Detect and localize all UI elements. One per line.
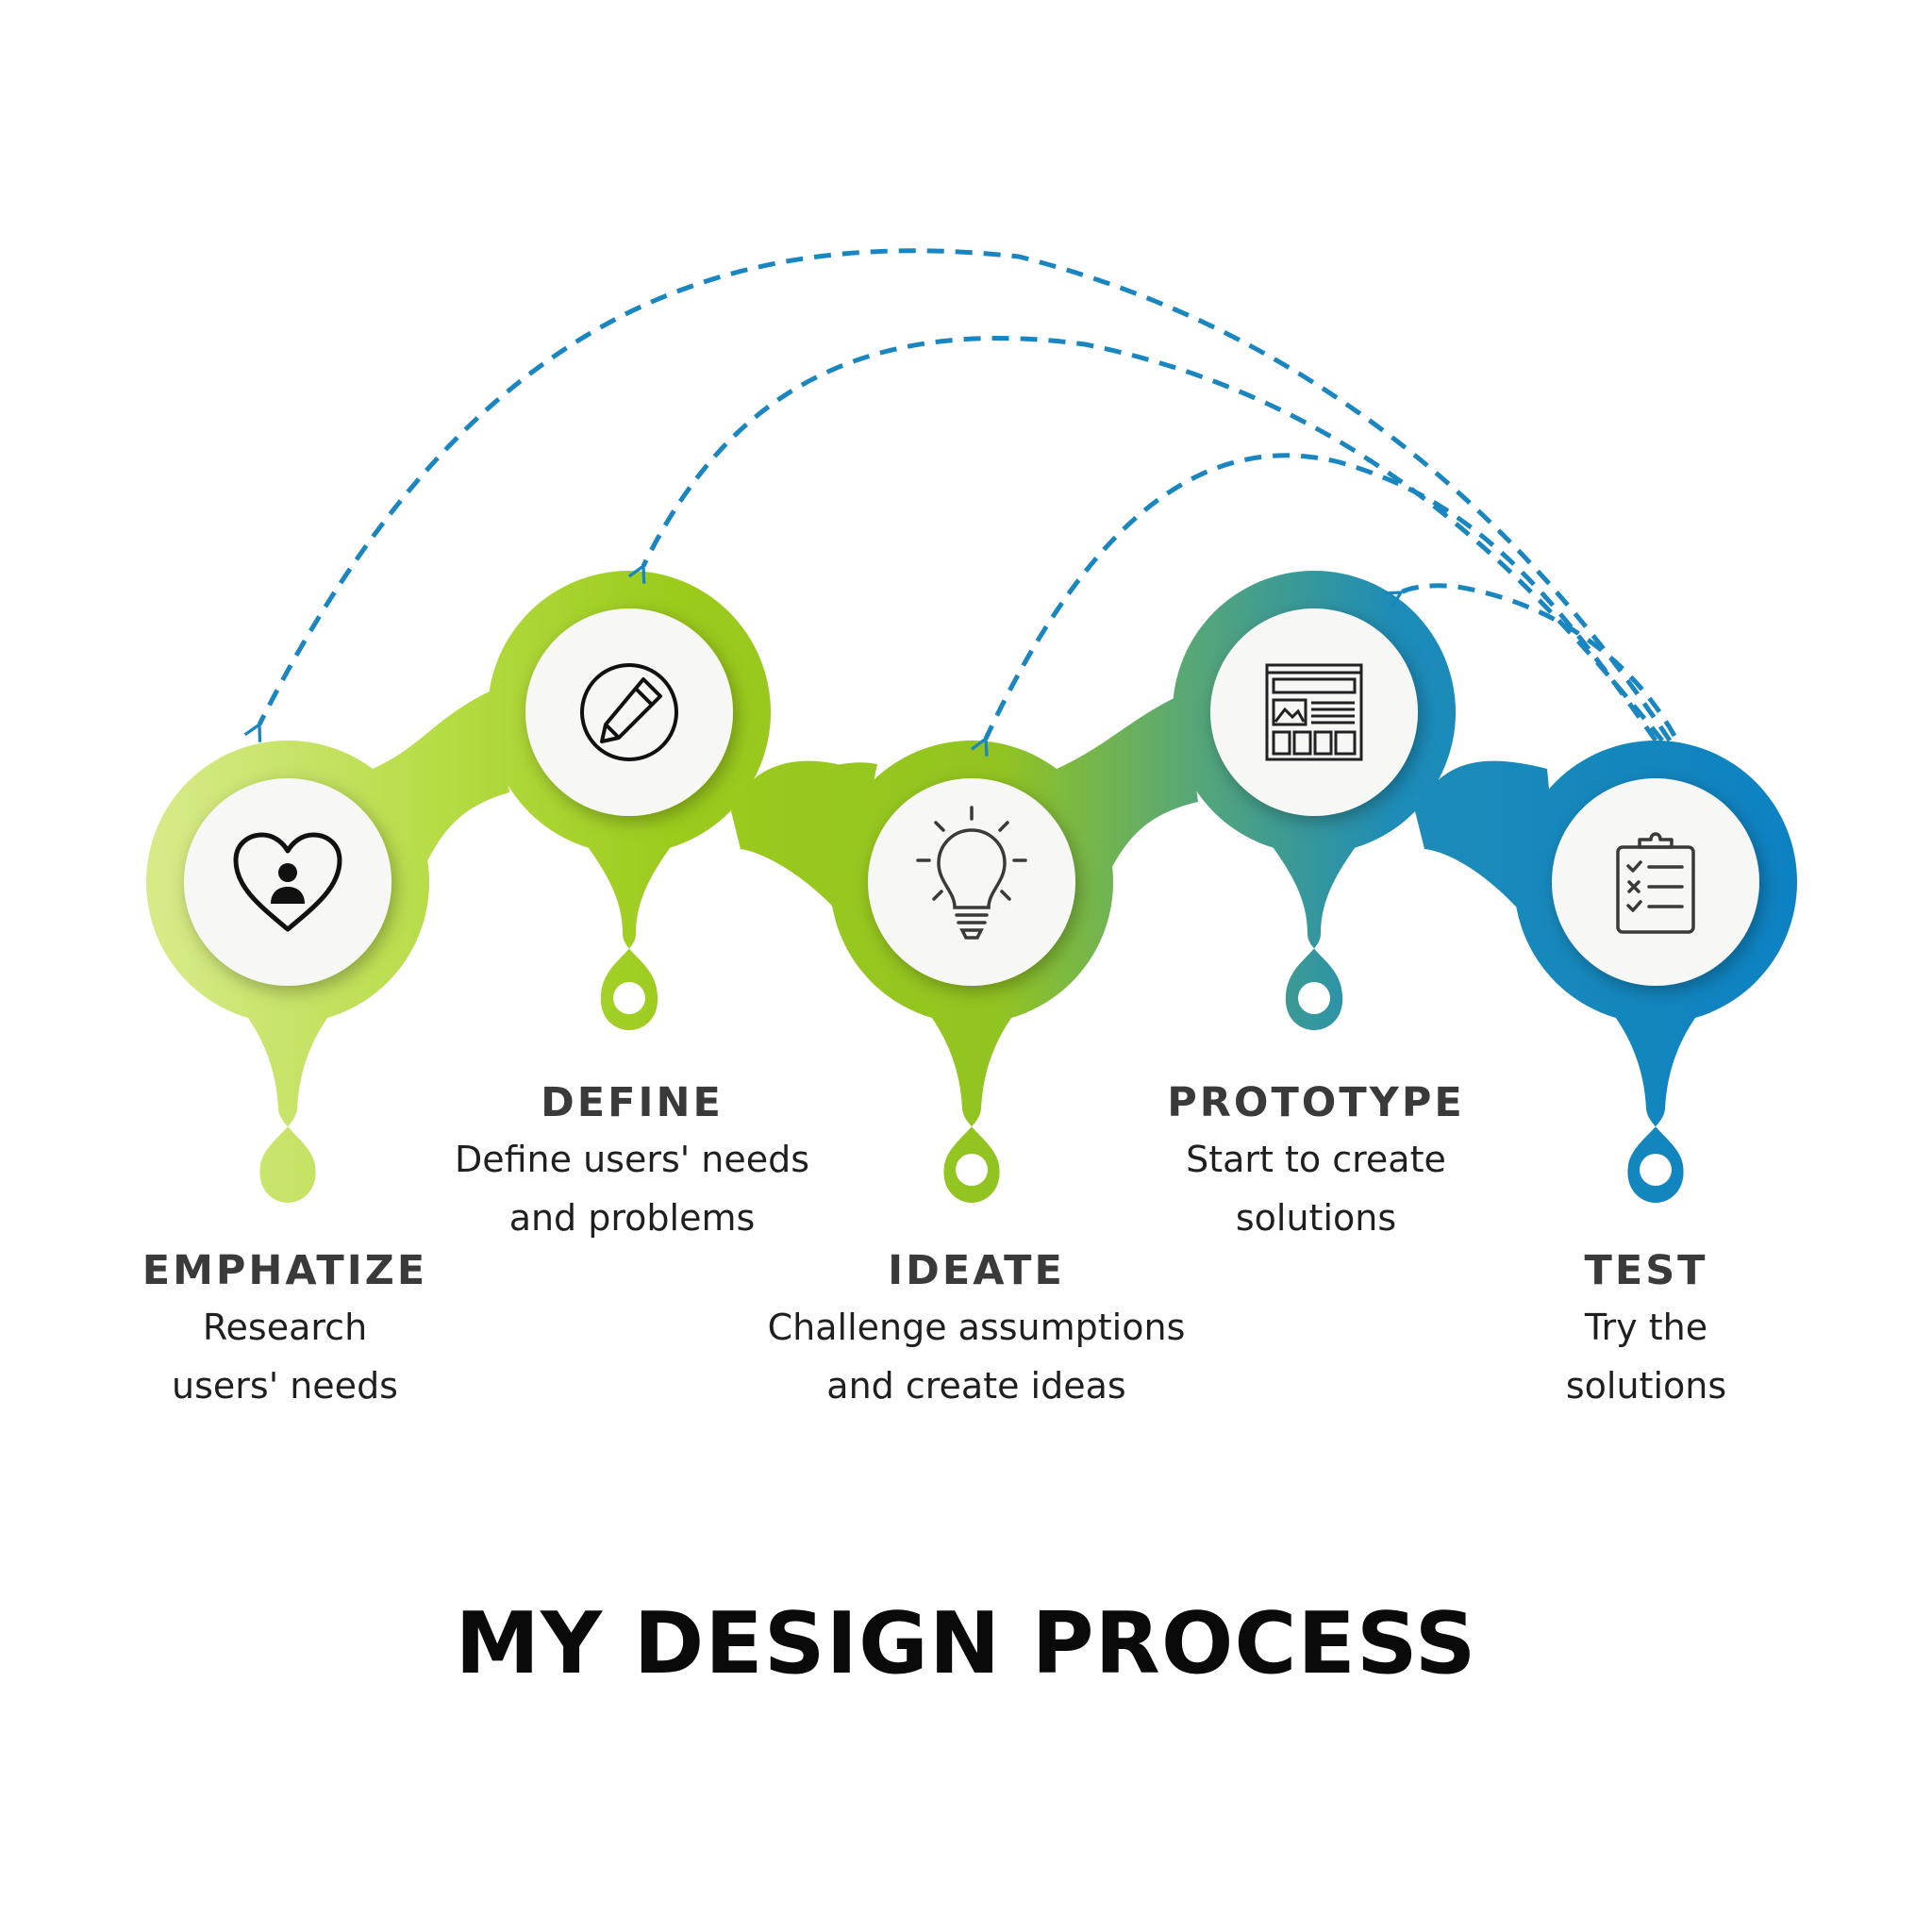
step-emphatize: EMPHATIZE Research users' needs xyxy=(96,1243,474,1415)
hole-test xyxy=(1640,1154,1672,1186)
drop-holes xyxy=(613,982,1672,1186)
step-desc-emphatize-line2: users' needs xyxy=(172,1365,398,1407)
drop-prototype xyxy=(1260,830,1368,1030)
step-desc-define-line1: Define users' needs xyxy=(454,1139,810,1180)
clipboard-checklist-icon xyxy=(1616,832,1695,934)
icon-circle-ideate xyxy=(868,778,1075,986)
connector-3 xyxy=(1057,693,1198,906)
hole-define xyxy=(613,982,645,1014)
step-title-emphatize: EMPHATIZE xyxy=(142,1247,428,1294)
step-title-define: DEFINE xyxy=(541,1079,724,1126)
arrow-test-to-prototype xyxy=(1401,583,1677,738)
drop-define xyxy=(575,830,683,1030)
pencil-icon xyxy=(580,663,678,761)
lightbulb-icon xyxy=(916,806,1027,940)
step-desc-ideate-line2: and create ideas xyxy=(826,1365,1126,1407)
icon-circle-test xyxy=(1552,778,1759,986)
hole-ideate xyxy=(956,1154,988,1186)
drop-emphatize xyxy=(217,981,358,1203)
step-ideate: IDEATE Challenge assumptions and create … xyxy=(731,1243,1222,1415)
step-desc-prototype-line1: Start to create xyxy=(1186,1139,1446,1180)
drop-test xyxy=(1585,981,1726,1203)
arrow-test-to-emphatize xyxy=(259,248,1673,741)
arrow-test-to-define xyxy=(643,336,1664,742)
step-desc-emphatize-line1: Research xyxy=(202,1307,368,1348)
step-desc-prototype-line2: solutions xyxy=(1235,1197,1397,1239)
connector-4 xyxy=(1415,760,1566,972)
connector-1 xyxy=(373,689,509,906)
step-prototype: PROTOTYPE Start to create solutions xyxy=(1137,1075,1495,1247)
step-test: TEST Try the solutions xyxy=(1486,1243,1807,1415)
step-title-prototype: PROTOTYPE xyxy=(1167,1079,1465,1126)
hole-prototype xyxy=(1298,982,1330,1014)
step-desc-ideate-line1: Challenge assumptions xyxy=(767,1307,1186,1348)
step-title-ideate: IDEATE xyxy=(888,1247,1065,1294)
icon-circles xyxy=(184,608,1759,986)
step-title-test: TEST xyxy=(1584,1247,1708,1294)
drop-ideate xyxy=(901,981,1042,1203)
feedback-arrows xyxy=(259,248,1677,742)
step-desc-test-line1: Try the xyxy=(1584,1307,1708,1348)
step-desc-test-line2: solutions xyxy=(1565,1365,1727,1407)
step-desc-define-line2: and problems xyxy=(508,1197,756,1239)
wireframe-icon xyxy=(1265,663,1363,761)
connector-2b xyxy=(731,762,877,896)
page-title: MY DESIGN PROCESS xyxy=(455,1594,1477,1693)
arrow-test-to-ideate xyxy=(986,453,1658,741)
icon-circle-define xyxy=(525,608,733,816)
heart-person-icon xyxy=(233,832,342,932)
step-define: DEFINE Define users' needs and problems xyxy=(434,1075,830,1247)
icon-circle-prototype xyxy=(1210,608,1418,816)
